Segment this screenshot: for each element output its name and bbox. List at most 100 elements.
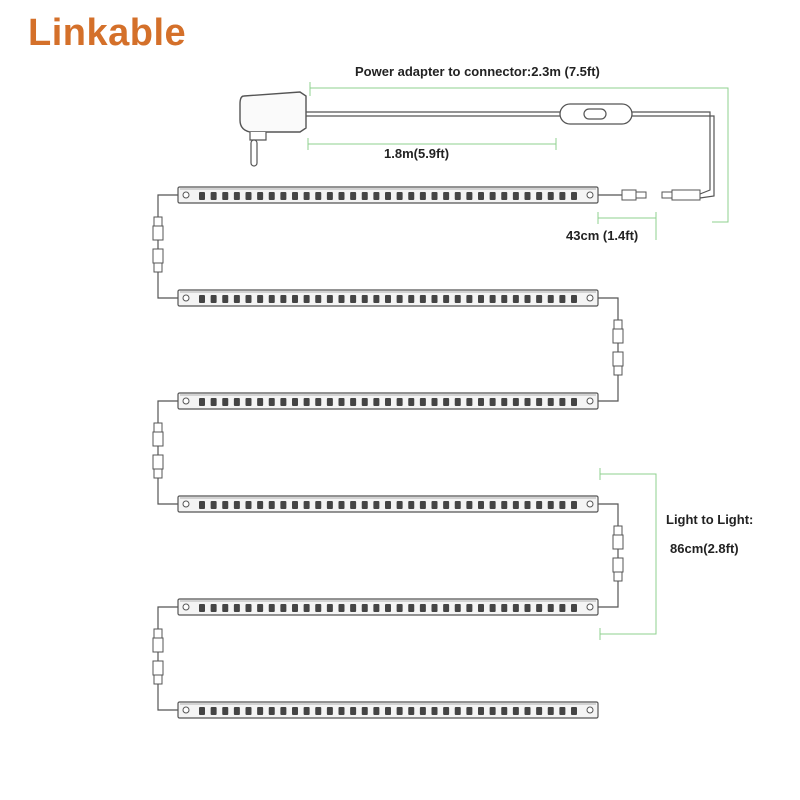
- connector-plug: [152, 225, 164, 241]
- connector-plug: [613, 525, 623, 536]
- led-chip: [478, 398, 484, 406]
- connector-plug: [153, 422, 163, 433]
- led-chip: [373, 707, 380, 715]
- link-cable: [157, 400, 178, 505]
- led-chip: [466, 192, 473, 200]
- adapter-cable-length-label: 1.8m(5.9ft): [384, 146, 450, 161]
- led-chip: [361, 398, 368, 406]
- led-chip: [443, 501, 450, 509]
- led-chip: [396, 295, 403, 303]
- led-chip: [385, 192, 391, 200]
- led-chip: [315, 604, 322, 612]
- led-chip: [350, 192, 357, 200]
- led-chip: [210, 295, 217, 303]
- led-chip: [408, 295, 415, 303]
- led-chip: [571, 501, 577, 509]
- led-chip: [419, 295, 426, 303]
- connector-plug: [152, 431, 164, 447]
- led-chip: [501, 192, 508, 200]
- led-chip: [419, 192, 426, 200]
- connector-plug: [612, 328, 624, 344]
- led-chip: [315, 707, 322, 715]
- led-chip: [245, 192, 252, 200]
- led-chip: [292, 192, 298, 200]
- connector-socket: [153, 468, 163, 479]
- connector-socket: [613, 571, 623, 582]
- led-chip: [257, 398, 264, 406]
- led-chip: [233, 501, 240, 509]
- led-chip: [431, 501, 438, 509]
- led-chip: [257, 501, 264, 509]
- led-chip: [199, 295, 205, 303]
- led-chip: [571, 604, 577, 612]
- dimension-line: [600, 473, 657, 635]
- led-chip: [361, 501, 368, 509]
- led-chip: [536, 604, 543, 612]
- led-chip: [385, 295, 391, 303]
- led-chip: [338, 192, 345, 200]
- led-chip: [326, 604, 333, 612]
- led-chip: [280, 295, 287, 303]
- adapter-body: [239, 91, 307, 133]
- led-chip: [571, 398, 577, 406]
- screw-icon: [182, 191, 190, 199]
- page-title: Linkable: [28, 12, 187, 54]
- led-chip: [512, 501, 519, 509]
- led-chip: [431, 707, 438, 715]
- screw-icon: [182, 706, 190, 714]
- led-chip: [385, 398, 391, 406]
- led-chip: [536, 295, 543, 303]
- led-chip: [512, 707, 519, 715]
- led-chip: [315, 192, 322, 200]
- cable-connector: [152, 628, 164, 685]
- led-chip: [454, 604, 461, 612]
- switch-button: [583, 108, 607, 120]
- led-chip: [408, 398, 415, 406]
- connector-plug: [612, 534, 624, 550]
- led-chip: [292, 295, 298, 303]
- led-chip: [292, 604, 298, 612]
- link-cable: [598, 297, 619, 402]
- led-chip: [536, 501, 543, 509]
- led-chip: [199, 398, 205, 406]
- led-chip: [478, 192, 484, 200]
- led-chip: [478, 604, 484, 612]
- led-chip: [303, 398, 310, 406]
- screw-icon: [586, 191, 594, 199]
- led-chip: [501, 501, 508, 509]
- light-strip: [177, 701, 599, 719]
- cable-connector: [152, 216, 164, 273]
- led-chip: [489, 295, 496, 303]
- led-chip: [396, 707, 403, 715]
- led-chip: [210, 707, 217, 715]
- led-chip: [536, 192, 543, 200]
- led-chip: [536, 398, 543, 406]
- led-chip: [245, 604, 252, 612]
- led-chip: [478, 295, 484, 303]
- led-chip: [199, 501, 205, 509]
- led-chip: [466, 398, 473, 406]
- led-chip: [466, 501, 473, 509]
- connector-plug: [152, 637, 164, 653]
- led-chip: [292, 707, 298, 715]
- led-chip: [326, 501, 333, 509]
- led-chip: [512, 192, 519, 200]
- led-chip: [222, 501, 229, 509]
- power-cable: [632, 111, 711, 195]
- led-chip: [303, 707, 310, 715]
- led-chip: [373, 295, 380, 303]
- led-chip: [361, 192, 368, 200]
- cable-connector: [612, 525, 624, 582]
- power-cable: [632, 115, 715, 199]
- power-adapter-length-label: Power adapter to connector:2.3m (7.5ft): [355, 64, 600, 79]
- led-chip: [338, 501, 345, 509]
- light-strip: [177, 289, 599, 307]
- led-chip: [501, 707, 508, 715]
- screw-icon: [586, 294, 594, 302]
- led-chip: [501, 398, 508, 406]
- dimension-line: [310, 87, 729, 223]
- led-chip: [373, 398, 380, 406]
- link-cable: [157, 606, 178, 711]
